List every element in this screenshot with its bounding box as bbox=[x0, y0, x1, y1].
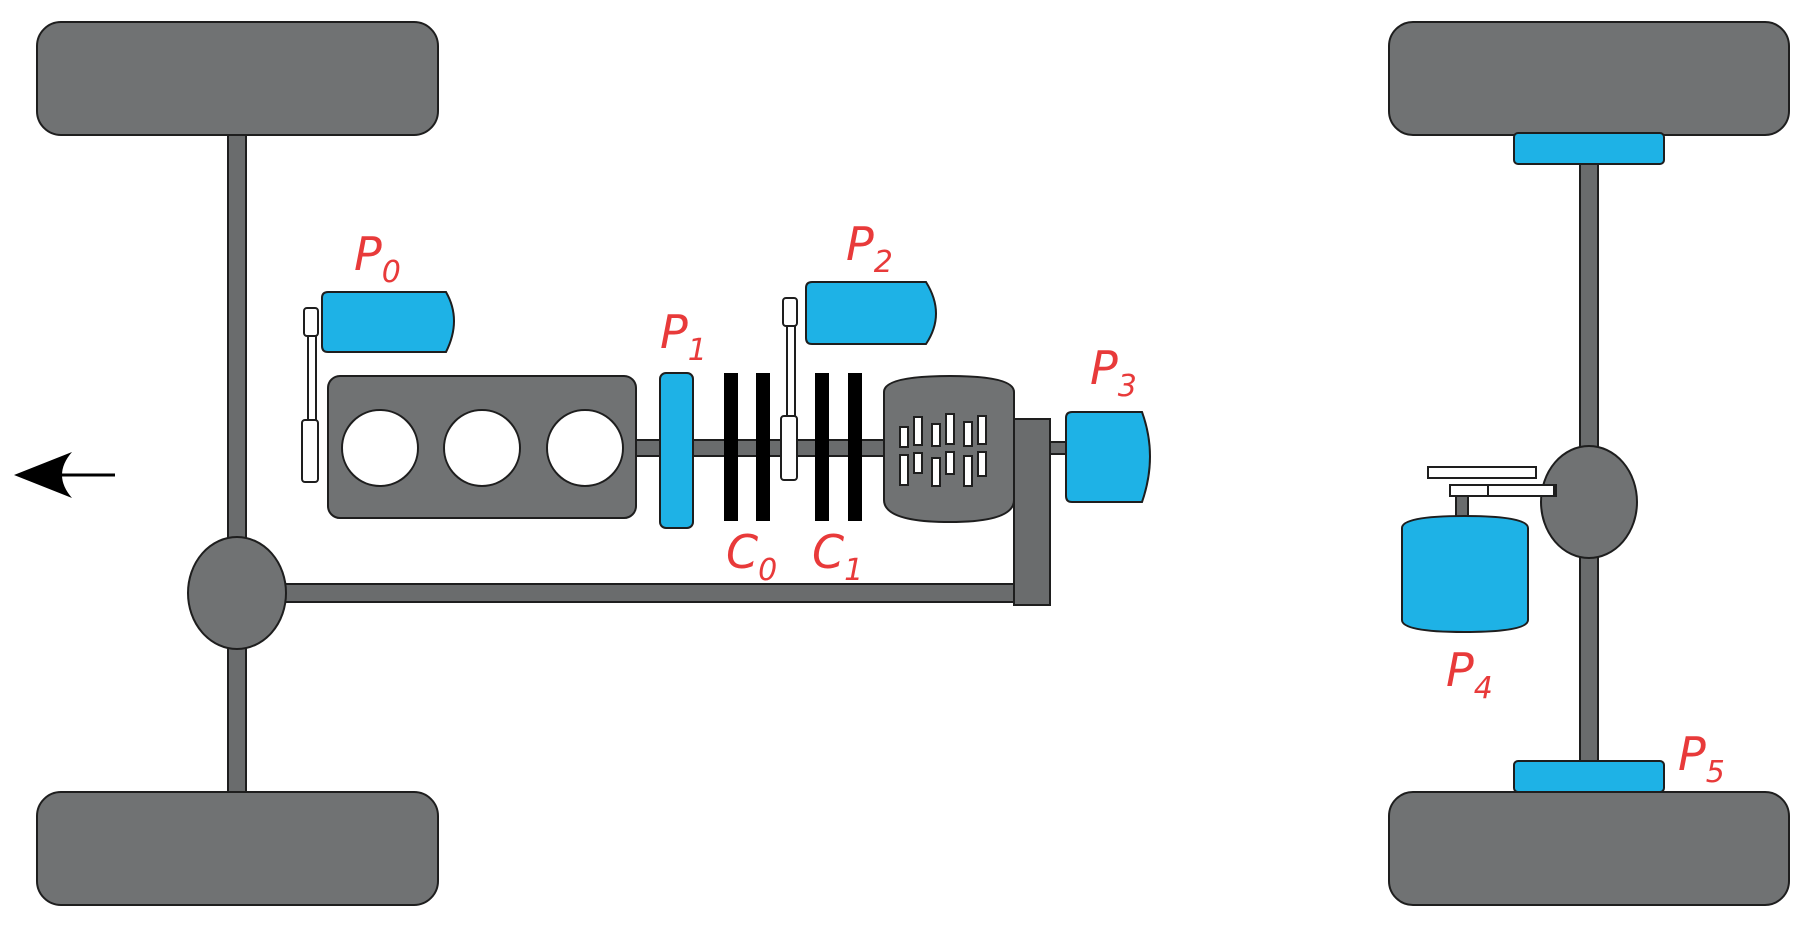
clutch-c0-plate-2 bbox=[756, 373, 770, 521]
p4-motor bbox=[1401, 514, 1529, 634]
label-p4: P4 bbox=[1446, 643, 1493, 706]
propeller-shaft bbox=[279, 583, 1021, 603]
front-differential bbox=[187, 536, 287, 650]
label-p1: P1 bbox=[660, 305, 707, 368]
clutch-c1-plate-2 bbox=[848, 373, 862, 521]
front-right-wheel bbox=[36, 791, 439, 906]
p5-hub-motor-top bbox=[1513, 132, 1665, 165]
label-p5: P5 bbox=[1678, 727, 1725, 790]
p4-gear-bar-top bbox=[1427, 466, 1537, 479]
engine-cylinder-3 bbox=[546, 409, 624, 487]
p1-motor bbox=[659, 372, 694, 529]
clutch-c1-plate-1 bbox=[815, 373, 829, 521]
p2-pulley-bottom bbox=[780, 415, 798, 481]
rear-differential bbox=[1540, 445, 1638, 559]
rear-left-wheel bbox=[1388, 21, 1790, 136]
clutch-c0-plate-1 bbox=[724, 373, 738, 521]
gearbox bbox=[883, 374, 1015, 524]
transfer-case bbox=[1013, 418, 1051, 606]
p2-pulley-top bbox=[782, 297, 798, 327]
label-c1: C1 bbox=[812, 525, 863, 588]
rear-right-wheel bbox=[1388, 791, 1790, 906]
label-p3: P3 bbox=[1090, 341, 1137, 404]
gearbox-gears bbox=[899, 413, 987, 487]
rear-axle bbox=[1388, 21, 1790, 906]
label-c0: C0 bbox=[726, 525, 777, 588]
p0-pulley-top bbox=[303, 307, 319, 337]
arrow-left-icon bbox=[14, 452, 115, 498]
p3-motor bbox=[1065, 411, 1151, 503]
engine-cylinder-1 bbox=[341, 409, 419, 487]
p4-gear-bar-link bbox=[1487, 484, 1555, 497]
p0-motor bbox=[321, 291, 455, 353]
p4-motor-stem bbox=[1455, 495, 1469, 519]
front-left-wheel bbox=[36, 21, 439, 136]
front-axle-shaft bbox=[227, 129, 247, 803]
p2-motor bbox=[805, 281, 937, 345]
label-p2: P2 bbox=[846, 217, 893, 280]
p0-belt bbox=[307, 325, 317, 427]
engine-cylinder-2 bbox=[443, 409, 521, 487]
p0-pulley-bottom bbox=[301, 419, 319, 483]
driveline bbox=[301, 281, 1151, 606]
p5-hub-motor-bottom bbox=[1513, 760, 1665, 793]
label-p0: P0 bbox=[354, 227, 401, 290]
p2-belt bbox=[786, 317, 796, 423]
